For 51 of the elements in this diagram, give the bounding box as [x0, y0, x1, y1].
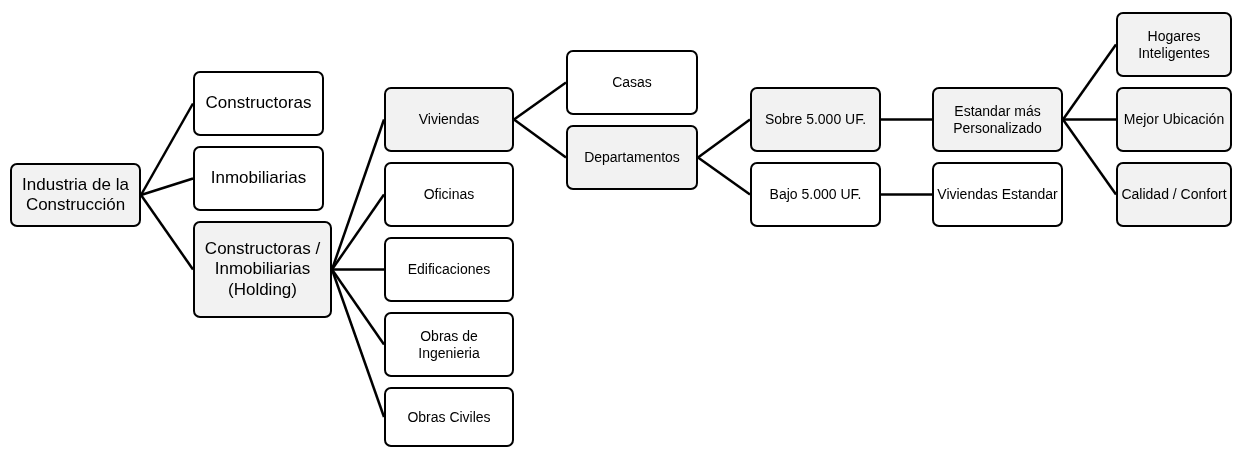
process-box: [384, 312, 514, 377]
process-box: [1116, 87, 1232, 152]
process-box: [384, 87, 514, 152]
process-box: [1116, 12, 1232, 77]
box-label: Viviendas Estandar: [937, 186, 1058, 203]
box-label: Constructoras: [205, 93, 312, 114]
process-box: [566, 50, 698, 115]
connector-line: [1061, 43, 1118, 121]
box-label: Estandar más Personalizado: [952, 102, 1043, 137]
box-label: Obras de Ingenieria: [417, 327, 481, 362]
connector-line: [140, 177, 194, 197]
connector-line: [139, 194, 195, 271]
connector-line: [513, 81, 567, 121]
process-box: [384, 162, 514, 227]
box-label: Edificaciones: [407, 261, 491, 278]
box-label: Mejor Ubicación: [1123, 111, 1225, 128]
process-box: [193, 221, 332, 318]
process-box: [384, 237, 514, 302]
connector-line: [881, 193, 932, 196]
process-box: [932, 87, 1063, 152]
connector-line: [332, 268, 384, 271]
box-label: Constructoras / Inmobiliarias (Holding): [203, 238, 322, 301]
box-label: Oficinas: [423, 186, 475, 203]
process-box: [566, 125, 698, 190]
box-label: Viviendas: [418, 111, 480, 128]
connector-line: [1061, 118, 1118, 196]
process-box: [193, 146, 324, 211]
box-label: Inmobiliarias: [210, 168, 307, 189]
connector-line: [697, 118, 751, 159]
process-box: [750, 87, 881, 152]
connector-line: [513, 118, 567, 159]
process-box: [750, 162, 881, 227]
process-box: [10, 163, 141, 227]
box-label: Obras Civiles: [407, 408, 491, 426]
box-label: Bajo 5.000 UF.: [769, 186, 862, 203]
connector-line: [697, 156, 751, 196]
connector-line: [1063, 118, 1116, 121]
connector-line: [330, 268, 386, 346]
connector-line: [881, 118, 932, 121]
connector-line: [330, 193, 386, 271]
box-label: Sobre 5.000 UF.: [764, 111, 867, 128]
process-box: [384, 387, 514, 447]
box-label: Departamentos: [584, 149, 680, 166]
connector-line: [139, 102, 195, 196]
box-label: Hogares Inteligentes: [1137, 27, 1211, 62]
box-label: Industria de la Construcción: [21, 174, 130, 216]
process-box: [932, 162, 1063, 227]
box-label: Casas: [612, 74, 652, 91]
process-box: [193, 71, 324, 136]
process-box: [1116, 162, 1232, 227]
box-label: Calidad / Confort: [1121, 186, 1227, 203]
